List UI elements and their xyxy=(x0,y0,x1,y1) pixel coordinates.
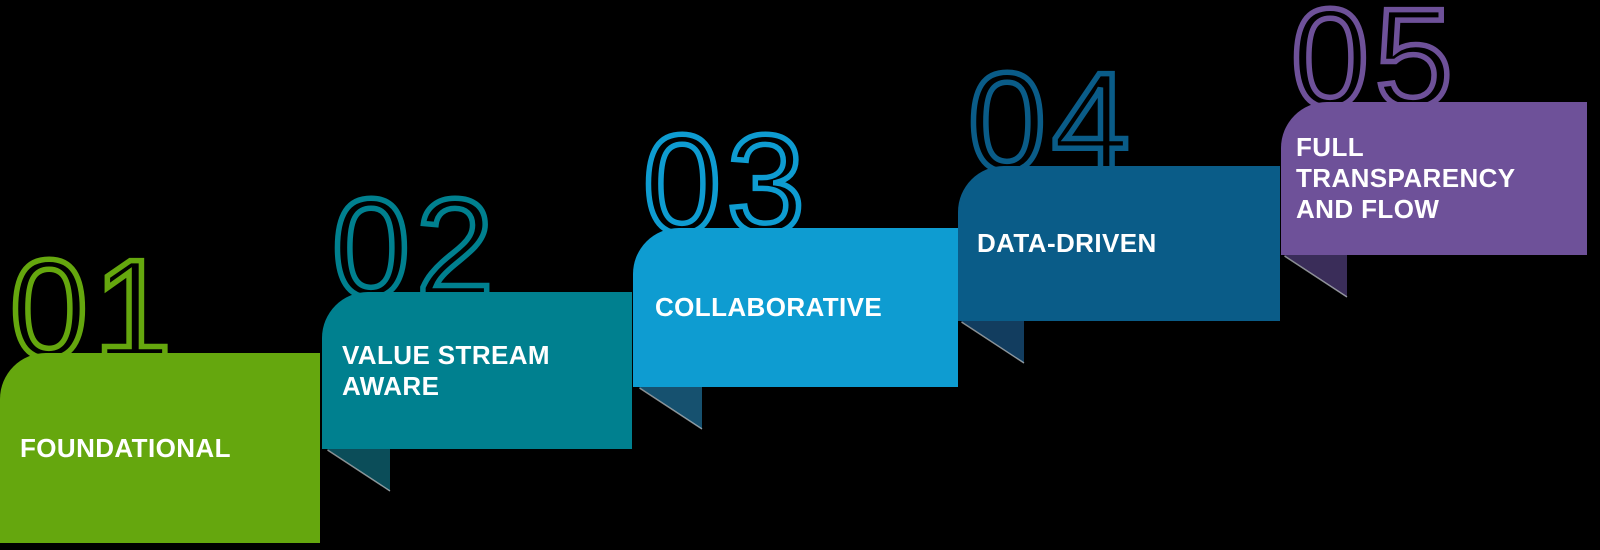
step-4-label: DATA-DRIVEN xyxy=(977,228,1157,258)
step-4-tail-icon xyxy=(961,321,1025,364)
step-3-number: 03 xyxy=(640,102,807,265)
step-2-number: 02 xyxy=(329,166,496,329)
step-5-tail-icon xyxy=(1284,255,1348,298)
step-1-number: 01 xyxy=(7,227,174,390)
step-3-tail-icon xyxy=(639,387,703,430)
step-1-box: FOUNDATIONAL xyxy=(0,353,320,543)
step-1-label: FOUNDATIONAL xyxy=(20,432,231,463)
step-2-label: VALUE STREAM AWARE xyxy=(342,339,550,401)
step-2-tail-icon xyxy=(327,449,391,492)
step-5-label: FULL TRANSPARENCY AND FLOW xyxy=(1296,132,1516,224)
step-5-box: FULL TRANSPARENCY AND FLOW xyxy=(1281,102,1587,255)
step-5-number: 05 xyxy=(1288,0,1455,139)
step-2-box: VALUE STREAM AWARE xyxy=(322,292,632,449)
step-3-label: COLLABORATIVE xyxy=(655,292,883,322)
step-4-box: DATA-DRIVEN xyxy=(958,166,1280,321)
step-4-number: 04 xyxy=(965,40,1132,203)
step-3-box: COLLABORATIVE xyxy=(633,228,958,387)
